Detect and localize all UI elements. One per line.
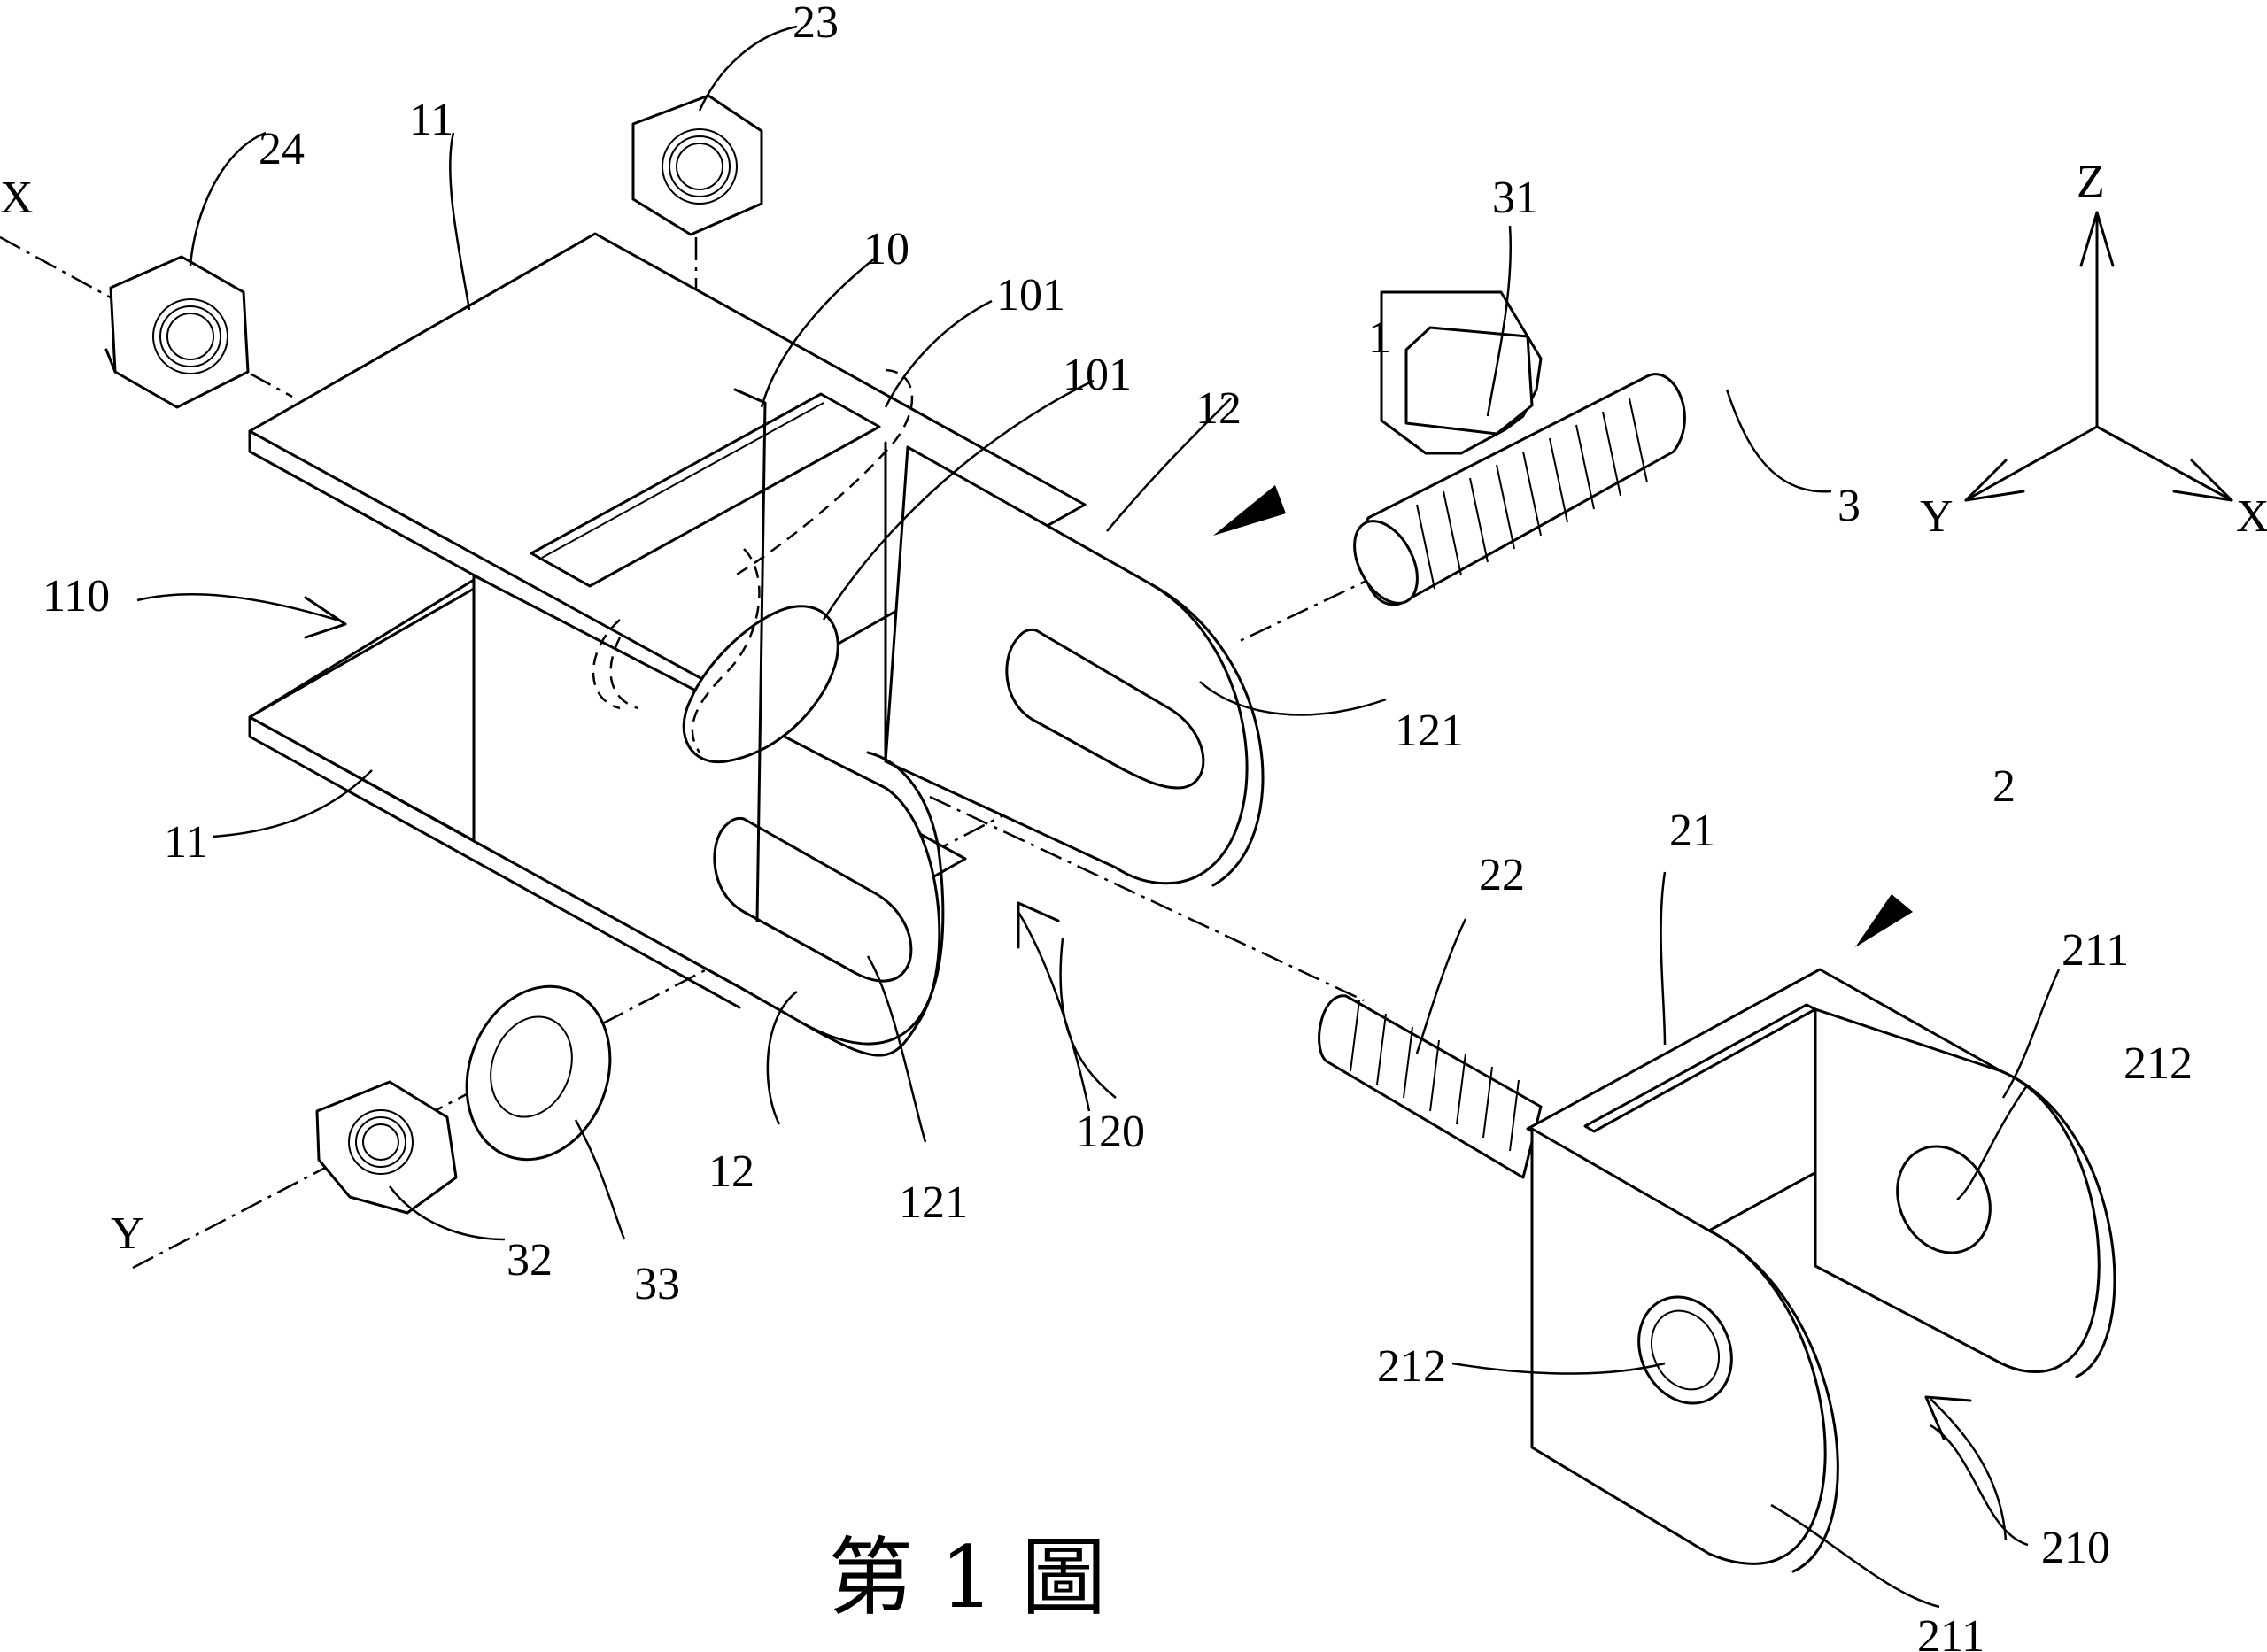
recess-opening (530, 392, 881, 588)
y-axis-line-label: Y (111, 1208, 144, 1259)
numeral-2: 2 (1992, 761, 2016, 812)
hidden-slot-101 (592, 368, 914, 710)
axis-z-label: Z (2077, 157, 2105, 207)
numeral-33: 33 (634, 1259, 680, 1309)
numeral-1: 1 (1368, 313, 1391, 363)
numeral-21: 21 (1669, 806, 1715, 856)
numeral-24: 24 (259, 124, 305, 174)
stud-thread (1350, 1000, 1520, 1152)
clevis-2 (1318, 968, 2116, 1573)
axis-x-label: X (2236, 491, 2267, 542)
hole-212-back (1896, 1145, 1992, 1254)
numeral-211-lower: 211 (1917, 1611, 1985, 1652)
numeral-101: 101 (1063, 350, 1132, 400)
numeral-212-right: 212 (2124, 1038, 2193, 1089)
nut-23 (631, 94, 763, 236)
numeral-121-lower: 121 (899, 1177, 968, 1228)
numeral-31: 31 (1492, 173, 1538, 223)
numeral-210: 210 (2041, 1523, 2110, 1573)
lower-slot (713, 816, 913, 983)
arrow-1 (1213, 485, 1286, 536)
axis-y-label: Y (1920, 491, 1954, 542)
numeral-11-top: 11 (409, 95, 453, 145)
numeral-22: 22 (1479, 850, 1525, 900)
axis-triad: Z Y X (1920, 157, 2267, 542)
numeral-110: 110 (43, 571, 110, 621)
hole-212-front (1637, 1295, 1733, 1405)
numeral-211-upper: 211 (2062, 925, 2129, 976)
numeral-11-bottom: 11 (164, 817, 208, 868)
numeral-10: 10 (863, 224, 909, 274)
bolt-3 (1353, 290, 1686, 606)
leader-lines (189, 25, 2061, 1609)
washer-33 (465, 984, 612, 1162)
top-plate (248, 232, 1087, 701)
arrows (136, 388, 2008, 1541)
figure-caption: 第 1 圖 (828, 1528, 1106, 1627)
reference-numerals: 24 11 23 10 101 101 1 12 31 3 110 121 11… (43, 0, 2193, 1652)
numeral-120: 120 (1076, 1107, 1145, 1157)
nut-32 (315, 1080, 458, 1215)
x-axis-line-label: X (0, 173, 34, 223)
arrow-2 (1855, 894, 1913, 947)
bolt-thread (1416, 398, 1648, 590)
numeral-3: 3 (1838, 481, 1861, 531)
numeral-212-left: 212 (1377, 1341, 1446, 1392)
upper-slot (1005, 628, 1205, 790)
numeral-32: 32 (507, 1235, 553, 1285)
numeral-23: 23 (793, 0, 839, 48)
numeral-121-upper: 121 (1395, 706, 1464, 756)
nut-24 (104, 255, 250, 409)
numeral-12-upper: 12 (1195, 383, 1242, 434)
numeral-101-hidden: 101 (996, 270, 1065, 320)
numeral-12-lower: 12 (708, 1146, 754, 1197)
